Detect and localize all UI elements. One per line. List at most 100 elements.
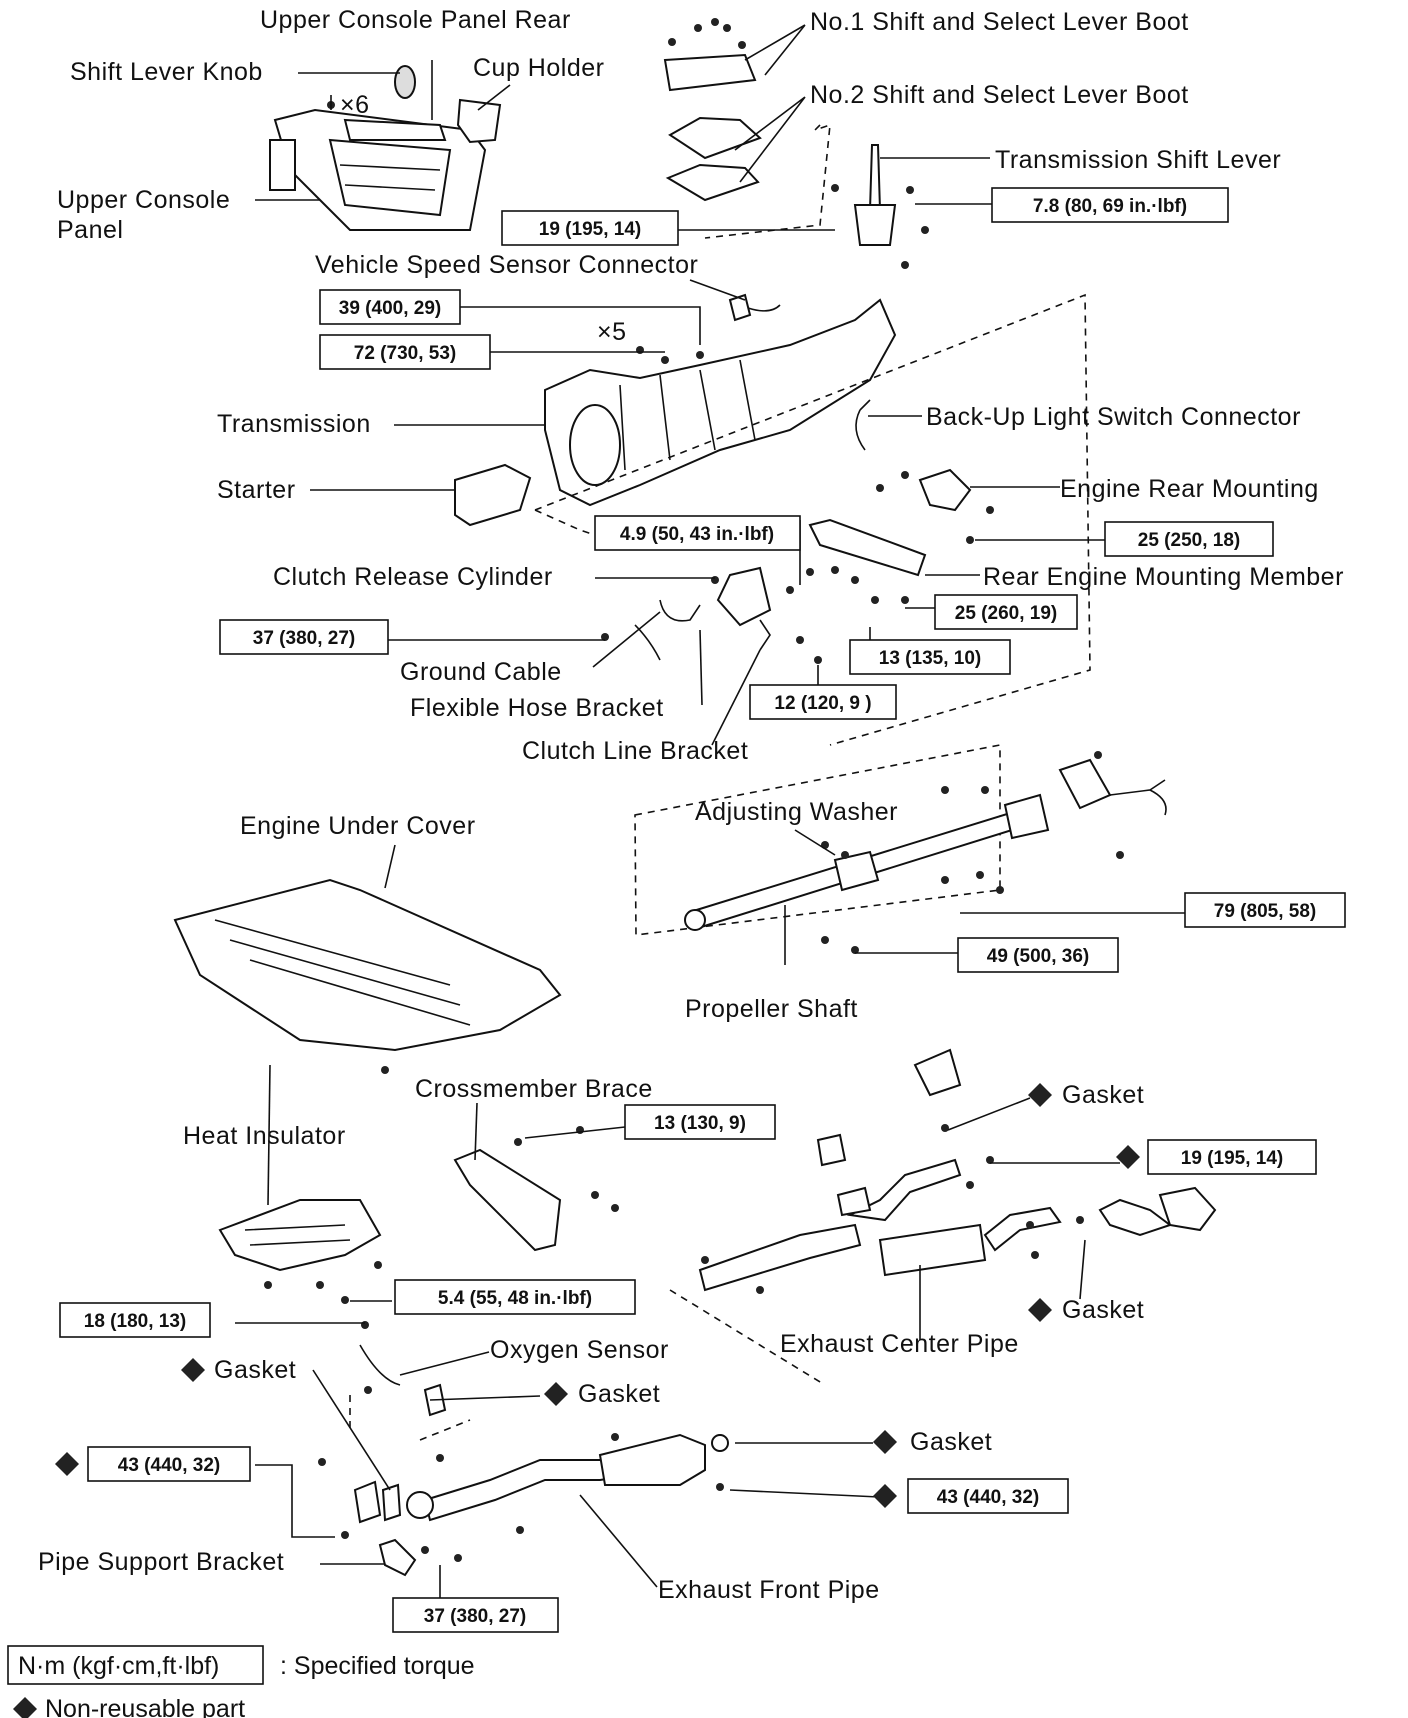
- crossmember-brace: [453, 1126, 619, 1252]
- torque-value: 5.4 (55, 48 in.·lbf): [438, 1288, 592, 1309]
- torque-value: 13 (135, 10): [879, 648, 981, 669]
- torque-box: 18 (180, 13): [59, 1302, 211, 1338]
- torque-value: 25 (250, 18): [1138, 530, 1240, 551]
- torque-box: 37 (380, 27): [392, 1597, 559, 1633]
- label-upper-console-panel-rear: Upper Console Panel Rear: [260, 6, 571, 34]
- label-engine-rear-mounting: Engine Rear Mounting: [1060, 475, 1319, 503]
- upper-console-panel-rear: [343, 118, 447, 141]
- label-gasket-1: Gasket: [1062, 1081, 1144, 1109]
- label-gasket-5: Gasket: [910, 1428, 992, 1456]
- torque-value: 37 (380, 27): [424, 1606, 526, 1627]
- exhaust-center-pipe: [698, 1048, 1217, 1294]
- torque-value: 12 (120, 9 ): [774, 693, 871, 714]
- legend-nonreusable: Non-reusable part: [45, 1695, 245, 1718]
- torque-box: 49 (500, 36): [957, 937, 1119, 973]
- label-ground-cable: Ground Cable: [400, 658, 562, 686]
- no1-shift-lever-boot: [663, 18, 757, 92]
- heat-insulator: [218, 1199, 382, 1304]
- label-clutch-line-bracket: Clutch Line Bracket: [522, 737, 748, 765]
- diamond-icon: [873, 1430, 897, 1454]
- label-exhaust-center-pipe: Exhaust Center Pipe: [780, 1330, 1019, 1358]
- label-no2-boot: No.2 Shift and Select Lever Boot: [810, 81, 1189, 109]
- torque-value: 37 (380, 27): [253, 628, 355, 649]
- torque-box: 19 (195, 14): [1147, 1139, 1317, 1175]
- torque-value: 4.9 (50, 43 in.·lbf): [620, 524, 774, 545]
- torque-value: 19 (195, 14): [539, 219, 641, 240]
- legend: N·m (kgf·cm,ft·lbf) : Specified torque N…: [7, 1645, 475, 1718]
- torque-box: 72 (730, 53): [319, 334, 491, 370]
- diamond-icon: [1116, 1145, 1140, 1169]
- engine-under-cover: [173, 878, 562, 1074]
- torque-value: 13 (130, 9): [654, 1113, 746, 1134]
- vehicle-speed-sensor-connector: [728, 293, 781, 322]
- engine-rear-mounting: [876, 468, 994, 544]
- torque-value: 19 (195, 14): [1181, 1148, 1283, 1169]
- torque-box: 43 (440, 32): [907, 1478, 1069, 1514]
- oxygen-sensor: [359, 1321, 401, 1394]
- torque-value: 39 (400, 29): [339, 298, 441, 319]
- diamond-icon: [873, 1484, 897, 1508]
- propeller-shaft: [684, 758, 1167, 931]
- ground-cable: [601, 624, 661, 661]
- label-adjusting-washer: Adjusting Washer: [695, 798, 898, 826]
- legend-unit-box: [7, 1645, 264, 1685]
- torque-box: 12 (120, 9 ): [749, 684, 897, 720]
- torque-value: 49 (500, 36): [987, 946, 1089, 967]
- torque-box: 25 (250, 18): [1104, 521, 1274, 557]
- label-upper-console-panel-1: Upper Console: [57, 186, 230, 214]
- torque-box: 39 (400, 29): [319, 289, 461, 325]
- label-gasket-2: Gasket: [1062, 1296, 1144, 1324]
- torque-box: 37 (380, 27): [219, 619, 389, 655]
- label-gasket-4: Gasket: [578, 1380, 660, 1408]
- torque-value: 43 (440, 32): [118, 1455, 220, 1476]
- pipe-support-bracket: [341, 1531, 462, 1577]
- label-upper-console-panel-2: Panel: [57, 216, 123, 244]
- torque-box: 79 (805, 58): [1184, 892, 1346, 928]
- torque-value: 7.8 (80, 69 in.·lbf): [1033, 196, 1187, 217]
- legend-unit-desc: : Specified torque: [280, 1652, 475, 1680]
- label-propeller-shaft: Propeller Shaft: [685, 995, 858, 1023]
- diamond-icon: [181, 1358, 205, 1382]
- adjusting-washer: [821, 841, 849, 859]
- torque-box: 13 (135, 10): [849, 639, 1011, 675]
- label-transmission-shift-lever: Transmission Shift Lever: [995, 146, 1281, 174]
- label-starter: Starter: [217, 476, 296, 504]
- label-pipe-support-bracket: Pipe Support Bracket: [38, 1548, 284, 1576]
- torque-value: 79 (805, 58): [1214, 901, 1316, 922]
- label-backup-light-switch: Back-Up Light Switch Connector: [926, 403, 1301, 431]
- label-oxygen-sensor: Oxygen Sensor: [490, 1336, 669, 1364]
- torque-value: 18 (180, 13): [84, 1311, 186, 1332]
- clutch-line-bracket: [759, 619, 771, 651]
- shift-lever-knob: [394, 65, 416, 99]
- label-x5: ×5: [597, 318, 627, 346]
- torque-box: 19 (195, 14): [501, 210, 679, 246]
- label-cup-holder: Cup Holder: [473, 54, 604, 82]
- torque-box: 25 (260, 19): [934, 594, 1078, 630]
- label-heat-insulator: Heat Insulator: [183, 1122, 346, 1150]
- torque-value: 43 (440, 32): [937, 1487, 1039, 1508]
- transmission-body: [544, 298, 897, 507]
- torque-box: 43 (440, 32): [87, 1446, 251, 1482]
- diamond-icon: [544, 1382, 568, 1406]
- backup-light-switch-connector: [855, 399, 871, 451]
- legend-unit-text: N·m (kgf·cm,ft·lbf): [18, 1652, 219, 1680]
- label-no1-boot: No.1 Shift and Select Lever Boot: [810, 8, 1189, 36]
- clutch-release-cylinder: [711, 566, 822, 664]
- torque-box: 4.9 (50, 43 in.·lbf): [594, 515, 801, 551]
- label-gasket-3: Gasket: [214, 1356, 296, 1384]
- label-shift-lever-knob: Shift Lever Knob: [70, 58, 263, 86]
- torque-box: 7.8 (80, 69 in.·lbf): [991, 187, 1229, 223]
- cup-holder: [456, 98, 502, 144]
- label-rear-engine-mounting-member: Rear Engine Mounting Member: [983, 563, 1344, 591]
- no2-shift-lever-boot: [665, 116, 762, 202]
- diamond-icon: [1028, 1298, 1052, 1322]
- label-engine-under-cover: Engine Under Cover: [240, 812, 476, 840]
- leader-lines: [235, 24, 1185, 1598]
- label-crossmember-brace: Crossmember Brace: [415, 1075, 653, 1103]
- torque-value: 25 (260, 19): [955, 603, 1057, 624]
- nonreusable-diamonds: [13, 1083, 1140, 1718]
- label-exhaust-front-pipe: Exhaust Front Pipe: [658, 1576, 880, 1604]
- label-vehicle-speed-sensor: Vehicle Speed Sensor Connector: [315, 251, 698, 279]
